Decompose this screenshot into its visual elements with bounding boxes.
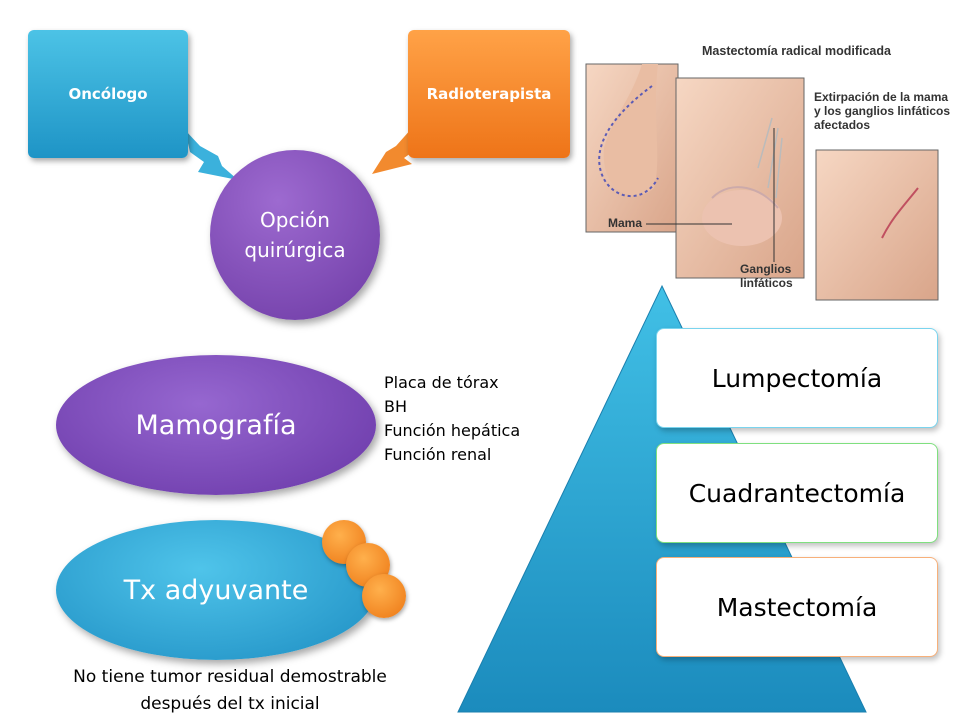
label-mama: Mama (608, 216, 643, 230)
mastectomy-illustration (582, 38, 944, 310)
exams-list: Placa de tórax BH Función hepática Funci… (384, 371, 520, 467)
label-ganglios-line1: Ganglios (740, 262, 792, 276)
orange-dot-3 (362, 574, 406, 618)
pyramid-level-3-label: Mastectomía (716, 592, 878, 622)
oncologo-label: Oncólogo (68, 85, 148, 103)
exam-item: BH (384, 397, 408, 416)
radioterapista-box: Radioterapista (408, 30, 570, 158)
residual-note: No tiene tumor residual demostrable desp… (73, 667, 387, 714)
connector-arrows (185, 128, 418, 180)
pyramid-level-2: Cuadrantectomía (656, 443, 938, 543)
pyramid-level-1: Lumpectomía (656, 328, 938, 428)
label-ganglios: Ganglios linfáticos (740, 262, 793, 290)
opcion-quirurgica-label: Opción quirúrgica (244, 208, 346, 262)
pyramid-level-3: Mastectomía (656, 557, 938, 657)
arrow-radioterapista (372, 128, 418, 174)
oncologo-box: Oncólogo (28, 30, 188, 158)
illustration-image (585, 63, 939, 301)
illustration-caption: Extirpación de la mama y los ganglios li… (814, 90, 951, 132)
mamografia-oval: Mamografía (56, 355, 376, 495)
pyramid-level-1-label: Lumpectomía (711, 363, 883, 393)
tx-adyuvante-label: Tx adyuvante (123, 574, 309, 606)
label-ganglios-line2: linfáticos (740, 276, 793, 290)
arrow-oncologo (185, 130, 238, 180)
pyramid-level-2-label: Cuadrantectomía (688, 478, 906, 508)
exam-item: Función renal (384, 445, 492, 464)
radioterapista-label: Radioterapista (426, 85, 552, 103)
exam-item: Placa de tórax (384, 373, 499, 392)
mamografia-label: Mamografía (135, 409, 297, 441)
illustration-title: Mastectomía radical modificada (702, 44, 891, 58)
exam-item: Función hepática (384, 421, 521, 440)
opcion-quirurgica-circle: Opción quirúrgica (210, 150, 380, 320)
